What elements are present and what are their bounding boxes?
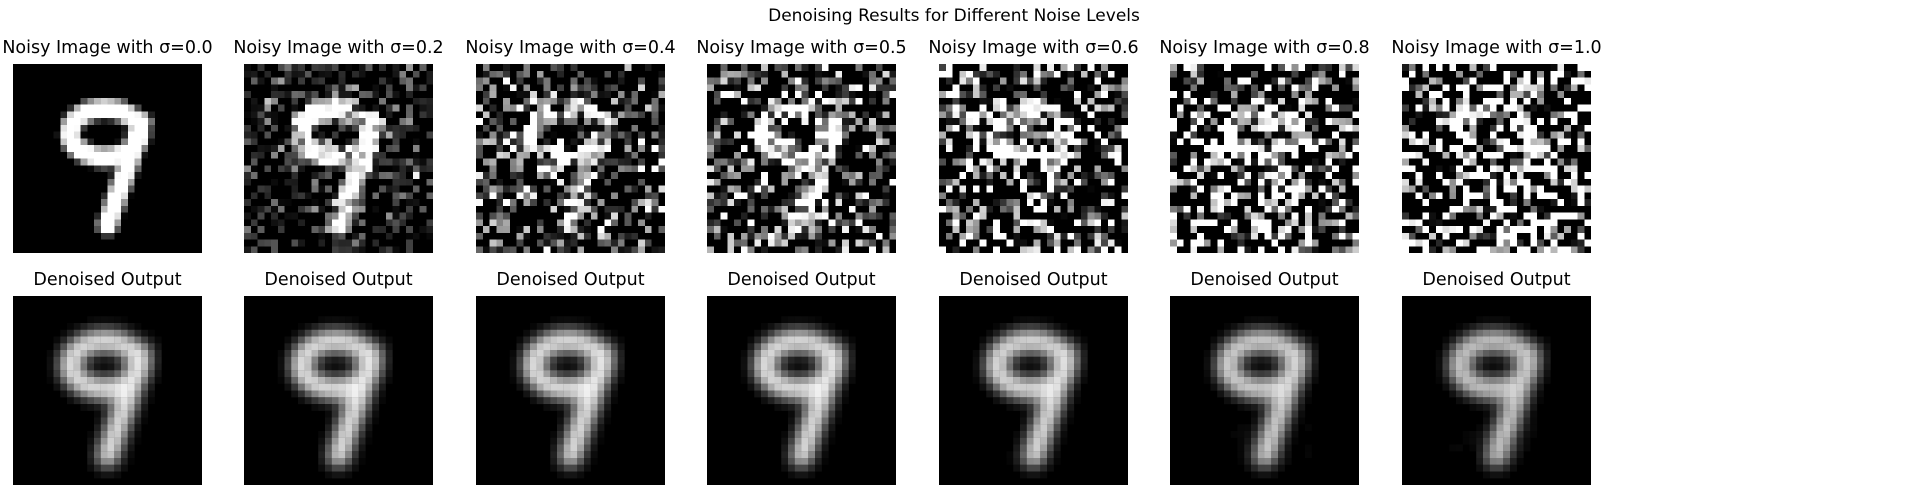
noisy-panel-title: Noisy Image with σ=0.4 [465, 38, 676, 58]
denoised-panel-title: Denoised Output [1190, 270, 1339, 290]
denoised-panel-title: Denoised Output [33, 270, 182, 290]
noisy-panel-title: Noisy Image with σ=0.0 [2, 38, 213, 58]
noisy-image [707, 64, 896, 253]
denoised-image [707, 296, 896, 485]
denoised-image [939, 296, 1128, 485]
denoised-panel-title: Denoised Output [264, 270, 413, 290]
noisy-image [1402, 64, 1591, 253]
noisy-panel-title: Noisy Image with σ=0.8 [1159, 38, 1370, 58]
noisy-panel-title: Noisy Image with σ=1.0 [1391, 38, 1602, 58]
denoised-image [476, 296, 665, 485]
denoised-panel-title: Denoised Output [1422, 270, 1571, 290]
noisy-image [244, 64, 433, 253]
noisy-panel-title: Noisy Image with σ=0.6 [928, 38, 1139, 58]
noisy-panel-title: Noisy Image with σ=0.2 [233, 38, 444, 58]
figure-title: Denoising Results for Different Noise Le… [768, 6, 1140, 26]
denoised-image [1402, 296, 1591, 485]
denoised-image [1170, 296, 1359, 485]
denoised-panel-title: Denoised Output [496, 270, 645, 290]
denoised-image [244, 296, 433, 485]
noisy-image [1170, 64, 1359, 253]
noisy-image [476, 64, 665, 253]
denoised-panel-title: Denoised Output [727, 270, 876, 290]
denoised-image [13, 296, 202, 485]
noisy-image [939, 64, 1128, 253]
noisy-image [13, 64, 202, 253]
noisy-panel-title: Noisy Image with σ=0.5 [696, 38, 907, 58]
denoised-panel-title: Denoised Output [959, 270, 1108, 290]
